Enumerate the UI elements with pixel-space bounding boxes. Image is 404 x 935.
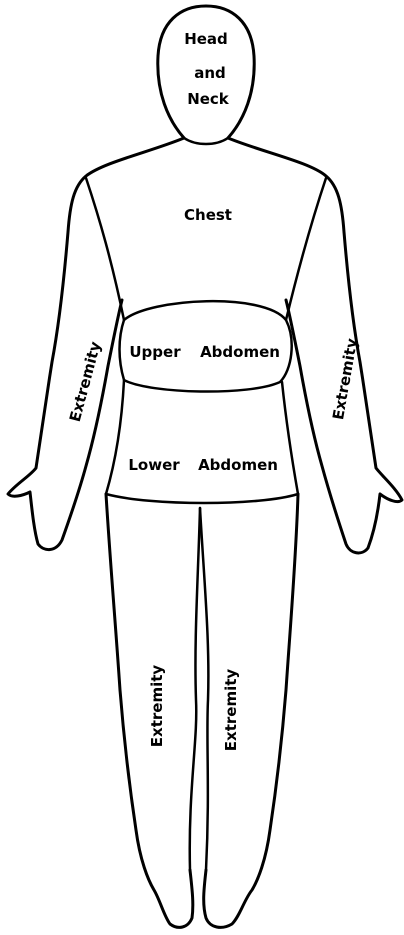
right-inner-leg (200, 508, 208, 870)
neck-line (184, 138, 228, 144)
label-and: and (194, 64, 226, 82)
lower-torso-right-side (282, 382, 298, 494)
label-lower: Lower (128, 456, 180, 474)
label-extremity-right-leg: Extremity (222, 669, 240, 752)
chest-right-boundary (286, 178, 326, 320)
lower-abdomen-boundary (106, 494, 298, 503)
label-chest: Chest (184, 206, 232, 224)
lower-torso-left-side (106, 380, 124, 494)
label-extremity-left-leg: Extremity (148, 665, 166, 748)
label-lower-abdomen: Abdomen (198, 456, 278, 474)
label-upper-abdomen: Abdomen (200, 343, 280, 361)
right-leg-outline (204, 494, 298, 927)
chest-left-boundary (86, 178, 124, 320)
label-head: Head (184, 30, 228, 48)
label-upper: Upper (129, 343, 181, 361)
label-extremity-right-arm: Extremity (329, 337, 361, 421)
label-neck: Neck (187, 90, 230, 108)
left-inner-leg (190, 508, 200, 870)
